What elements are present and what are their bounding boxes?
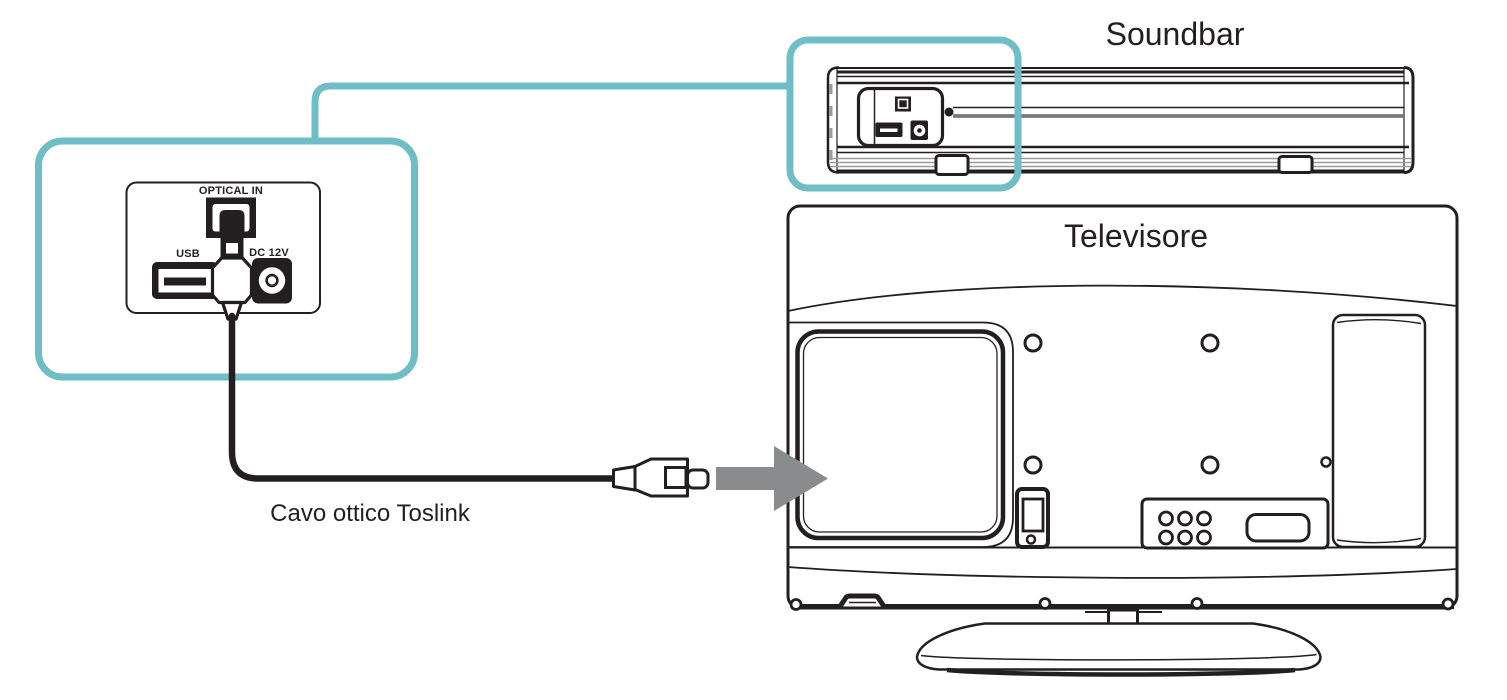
tv-stand [915, 608, 1322, 677]
tv-bracket [1015, 487, 1050, 549]
usb-port [152, 262, 218, 299]
tv-left-panel [789, 321, 1014, 548]
scart-port [1245, 513, 1311, 543]
dc-power-port [252, 258, 292, 304]
soundbar-optical-port-icon [895, 96, 911, 112]
toslink-connector [612, 457, 710, 498]
tv-ports-panel [1140, 497, 1330, 550]
soundbar-left-cap [826, 66, 840, 174]
soundbar-foot-right [1277, 155, 1314, 174]
optical-in-port [206, 197, 256, 238]
soundbar-right-cap [1403, 66, 1415, 174]
soundbar-connection-panel [856, 86, 954, 148]
optical-cable [228, 312, 617, 482]
callout-ports-panel: OPTICAL IN USB DC 12V [125, 181, 321, 321]
soundbar-dc-port-icon [910, 120, 928, 140]
toslink-plug [210, 238, 254, 321]
soundbar-foot-left [934, 154, 970, 176]
tv-top-curve [787, 284, 1458, 312]
soundbar-highlight-frame [786, 36, 1022, 192]
callout-connector-line [311, 82, 789, 141]
tv-back: Televisore [786, 204, 1459, 677]
optical-in-label: OPTICAL IN [199, 185, 263, 197]
soundbar-usb-port-icon [875, 122, 903, 137]
soundbar-label: Soundbar [1106, 16, 1245, 52]
soundbar-knob [944, 107, 954, 117]
screw-holes [1023, 333, 1332, 475]
soundbar: Soundbar [826, 16, 1415, 176]
insert-arrow [716, 446, 828, 511]
dc-12v-label: DC 12V [249, 247, 289, 259]
soundbar-vent-ticks [829, 84, 833, 160]
tv-label: Televisore [1064, 218, 1208, 254]
usb-label: USB [176, 248, 200, 260]
tv-right-panel [1331, 313, 1427, 549]
tv-bottom-band [787, 546, 1458, 611]
cable-label: Cavo ottico Toslink [270, 500, 471, 527]
